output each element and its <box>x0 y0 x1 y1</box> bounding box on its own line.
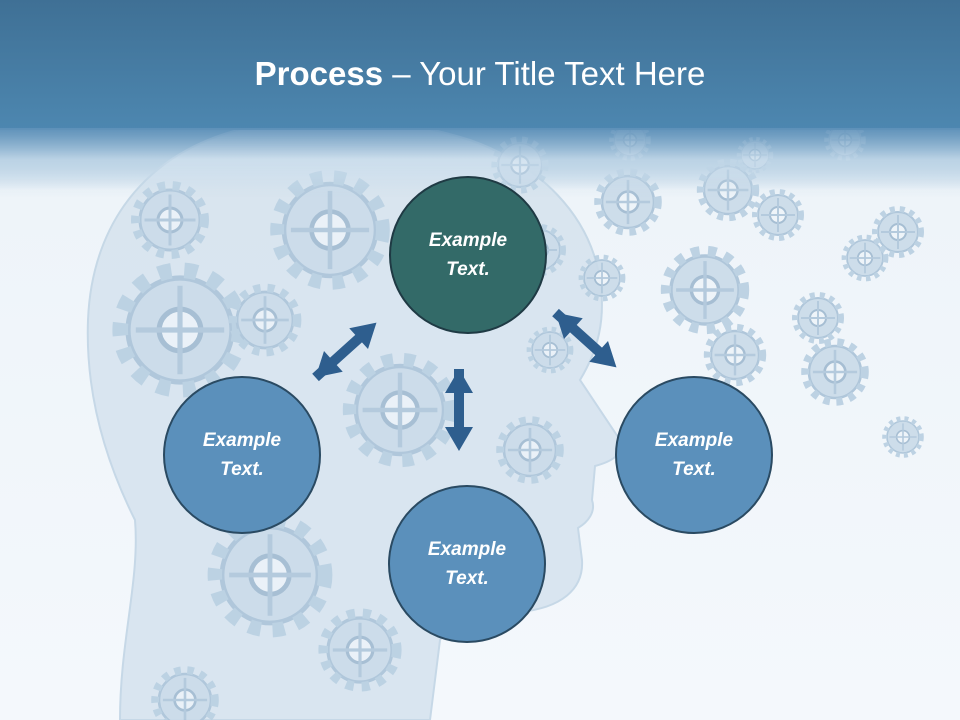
node-right[interactable]: Example Text. <box>615 376 773 534</box>
arrow-top-bottom <box>445 369 473 451</box>
node-bottom-label: Example Text. <box>427 539 507 589</box>
arrow-top-right <box>552 308 617 368</box>
node-top-label: Example Text. <box>428 230 508 280</box>
node-right-label: Example Text. <box>654 430 734 480</box>
title-band <box>0 0 960 130</box>
slide-title: Process – Your Title Text Here <box>0 54 960 94</box>
node-top[interactable]: Example Text. <box>389 176 547 334</box>
title-rest: – Your Title Text Here <box>383 55 706 92</box>
node-left-label: Example Text. <box>202 430 282 480</box>
node-bottom[interactable]: Example Text. <box>388 485 546 643</box>
node-left[interactable]: Example Text. <box>163 376 321 534</box>
arrow-top-left <box>312 322 377 382</box>
title-bold: Process <box>254 55 384 92</box>
